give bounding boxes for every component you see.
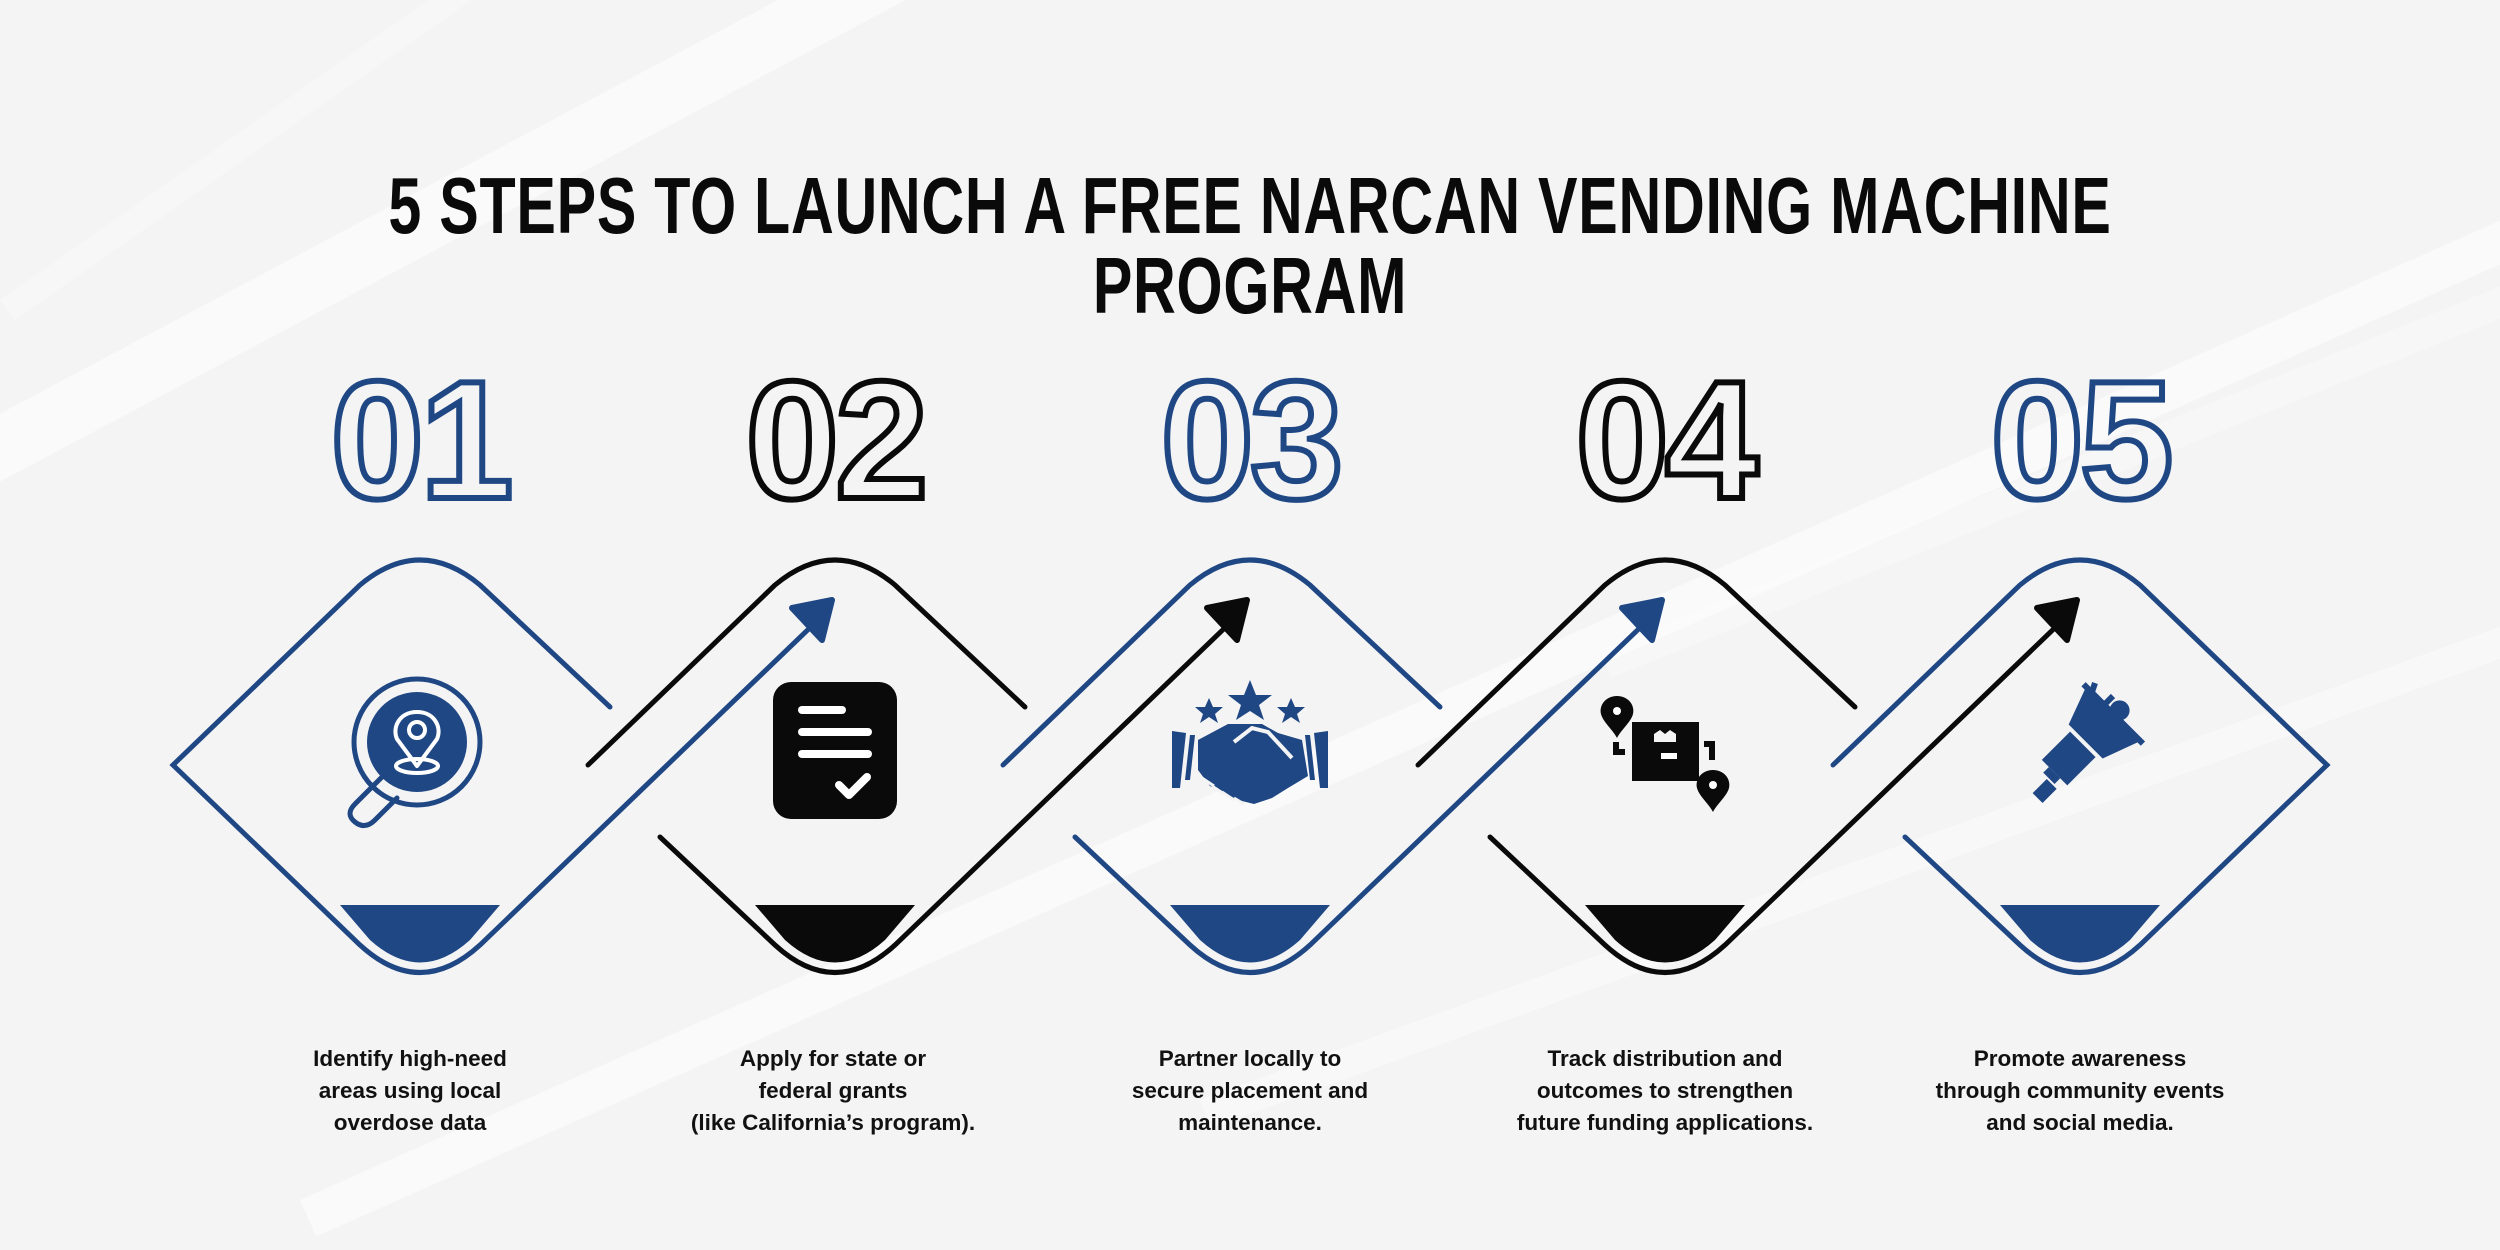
arrow-3-to-4 — [1357, 597, 1665, 900]
step-2-description: Apply for state or federal grants (like … — [690, 1046, 976, 1135]
step-2-bottom-fill — [755, 905, 915, 963]
step-1-description: Identify high-need areas using local ove… — [313, 1046, 507, 1135]
document-checklist-icon — [773, 682, 897, 819]
step-3-bottom-fill — [1170, 905, 1330, 963]
magnifier-location-pin-icon — [347, 676, 483, 828]
step-number-04: 04 — [1573, 346, 1762, 534]
step-number-05: 05 — [1988, 346, 2177, 534]
step-4-bottom-fill — [1585, 905, 1745, 963]
step-4-diamond — [1415, 557, 1858, 975]
handshake-stars-icon — [1172, 680, 1328, 806]
arrow-1-to-2 — [527, 597, 835, 900]
megaphone-sound-waves-icon — [2087, 682, 2124, 725]
step-5-description: Promote awareness through community even… — [1935, 1046, 2225, 1135]
step-number-03: 03 — [1158, 346, 1347, 534]
package-tracking-icon — [1600, 696, 1730, 812]
step-3-description: Partner locally to secure placement and … — [1131, 1046, 1369, 1135]
megaphone-icon — [2032, 682, 2146, 804]
step-1-bottom-fill — [340, 905, 500, 963]
arrow-2-to-3 — [942, 597, 1250, 900]
page-title: 5 STEPS TO LAUNCH A FREE NARCAN VENDING … — [388, 160, 2112, 330]
step-1-diamond — [169, 557, 613, 975]
step-5-diamond — [1830, 557, 2331, 975]
step-3-diamond — [1000, 557, 1443, 975]
step-4-description: Track distribution and outcomes to stren… — [1516, 1046, 1814, 1135]
step-5-bottom-fill — [2000, 905, 2160, 963]
step-2-diamond — [585, 557, 1028, 975]
arrow-4-to-5 — [1772, 597, 2080, 900]
step-number-02: 02 — [743, 346, 932, 534]
step-number-01: 01 — [328, 346, 517, 534]
